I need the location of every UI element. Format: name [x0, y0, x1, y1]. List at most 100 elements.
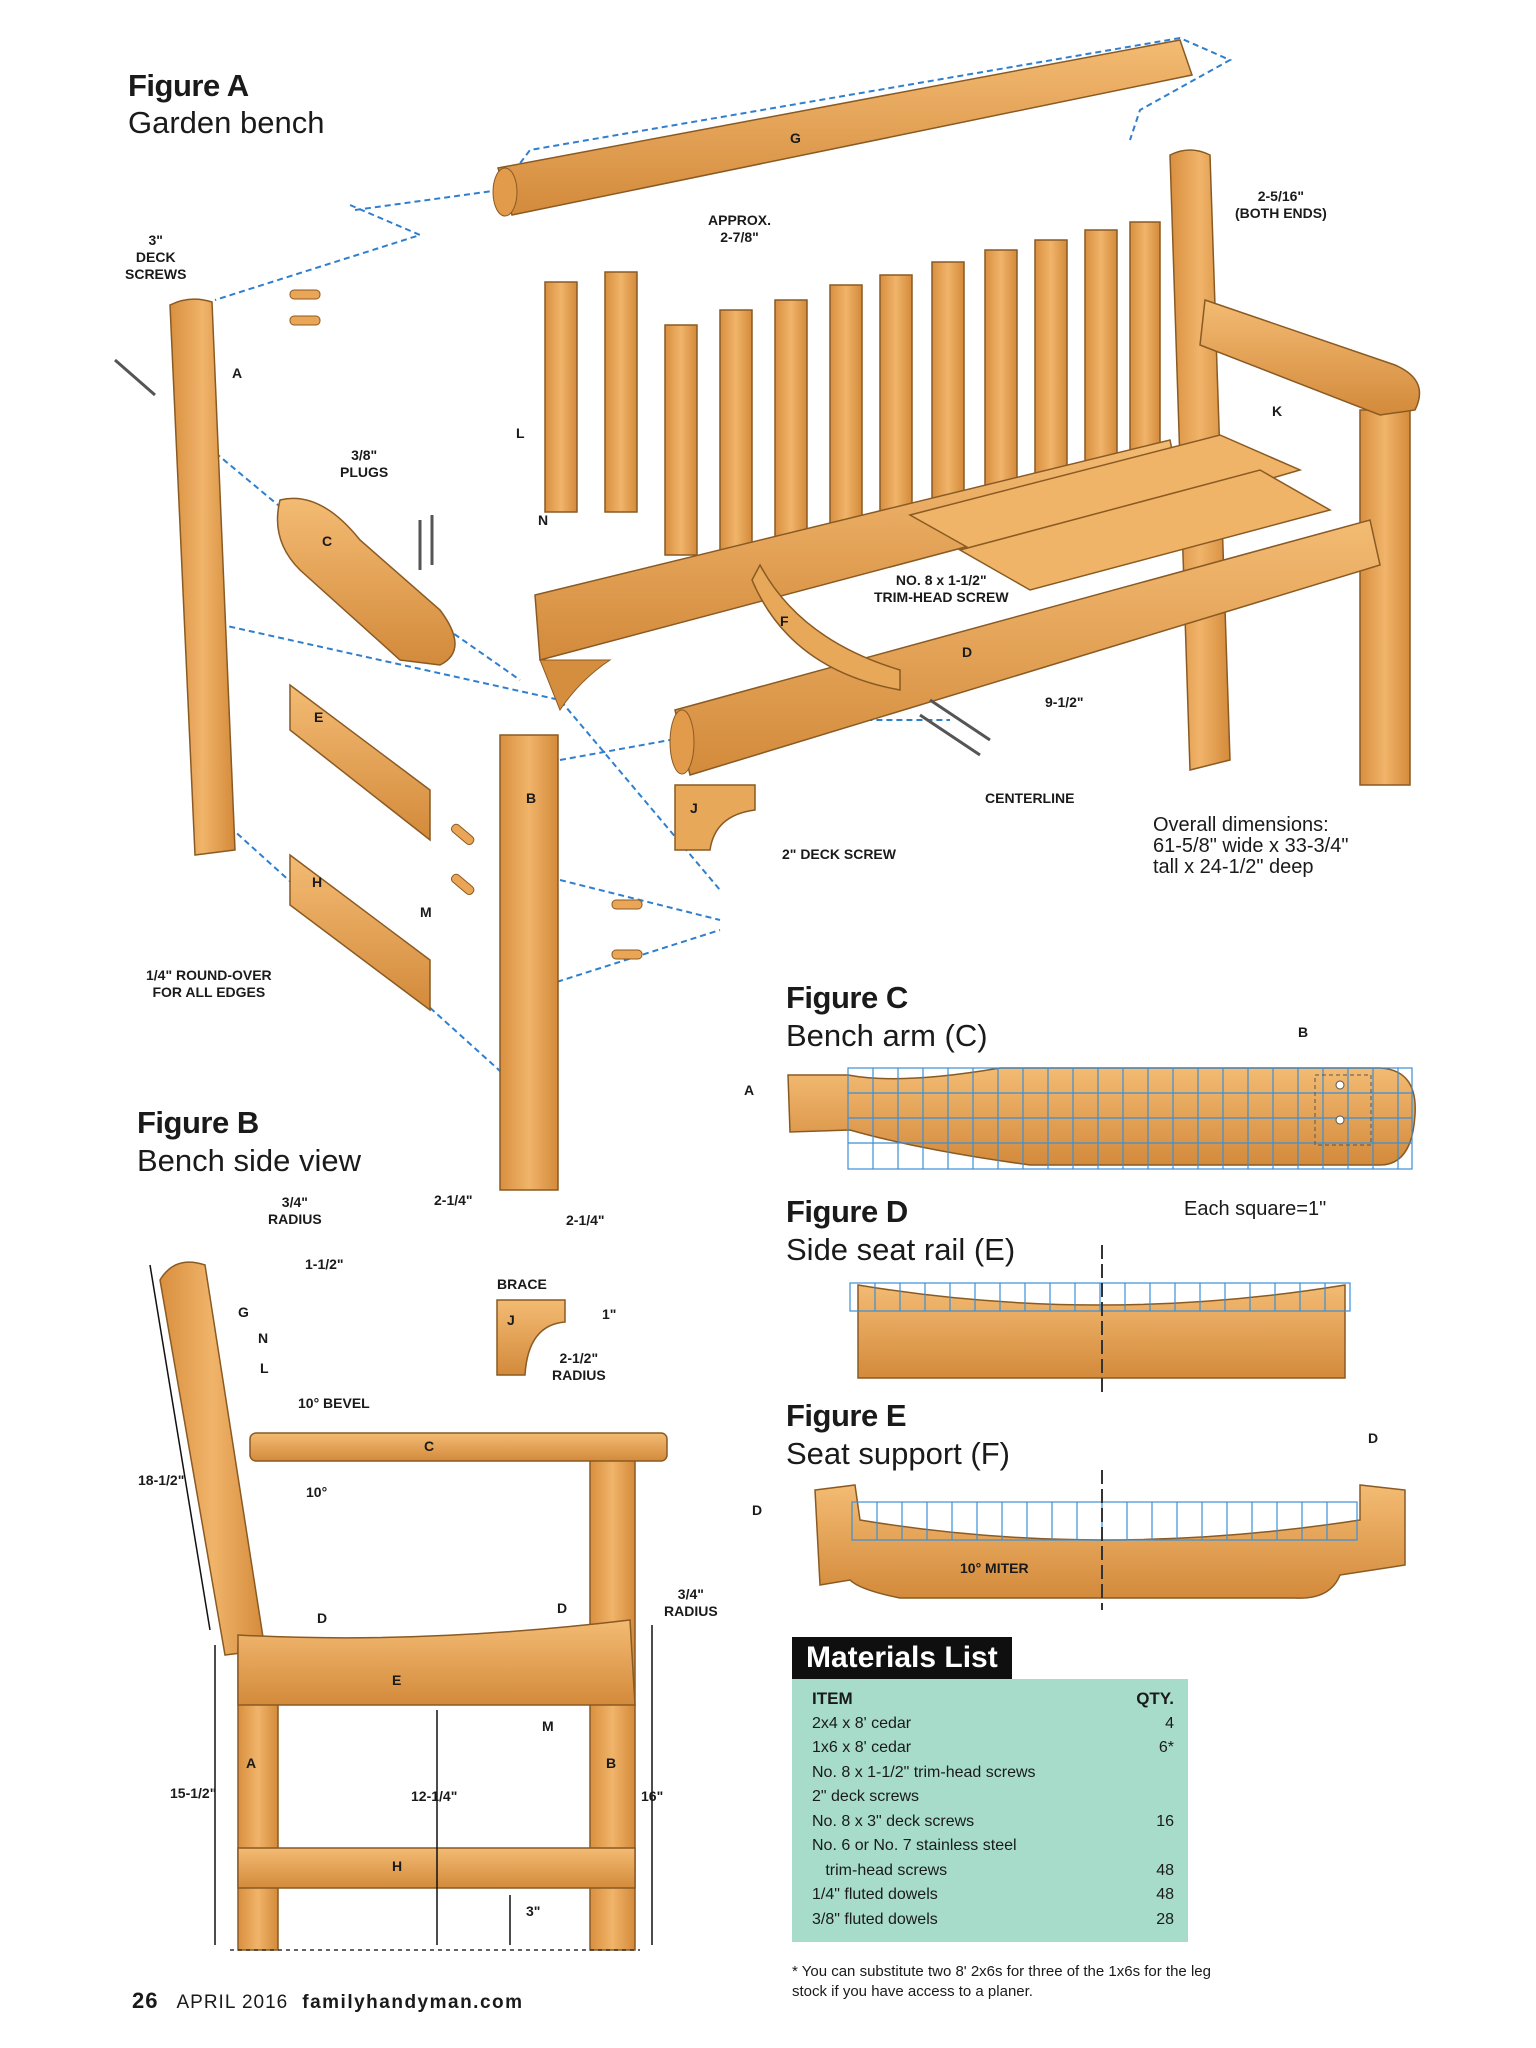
- item-name: 2x4 x 8' cedar: [812, 1714, 912, 1732]
- c-label-b: B: [1298, 1024, 1309, 1040]
- list-item: No. 6 or No. 7 stainless steel: [812, 1834, 1174, 1859]
- figure-e-title: Figure E: [786, 1398, 907, 1433]
- item-qty: 6*: [1158, 1739, 1174, 1756]
- label-approx: APPROX. 2-7/8": [708, 212, 772, 245]
- figure-e-subtitle: Seat support (F): [786, 1436, 1010, 1471]
- item-name: No. 8 x 1-1/2" trim-head screws: [812, 1763, 1036, 1781]
- figure-d-drawing: [849, 1245, 1351, 1395]
- figure-d-title: Figure D: [786, 1194, 908, 1229]
- e-label-miter: 10° MITER: [960, 1560, 1029, 1576]
- b-label-brace: BRACE: [497, 1276, 547, 1292]
- b-label-12-25: 12-1/4": [411, 1788, 458, 1804]
- item-qty: [1134, 1761, 1174, 1786]
- materials-header-item: ITEM: [812, 1689, 853, 1708]
- b-label-d-left: D: [317, 1610, 328, 1626]
- item-name: No. 6 or No. 7 stainless steel: [812, 1837, 1017, 1854]
- right-front-leg: [1359, 409, 1411, 786]
- item-name: 1x6 x 8' cedar: [812, 1739, 912, 1756]
- b-label-b: B: [606, 1755, 617, 1771]
- b-label-h: H: [392, 1858, 403, 1874]
- b-label-10: 10°: [306, 1484, 328, 1500]
- list-item: 1x6 x 8' cedar 6*: [812, 1736, 1174, 1761]
- list-item: 2" deck screws: [812, 1785, 1174, 1810]
- item-name: 3/8" fluted dowels: [812, 1910, 938, 1928]
- arm-right: [1199, 298, 1421, 416]
- label-e: E: [314, 709, 324, 725]
- list-item: No. 8 x 1-1/2" trim-head screws: [812, 1761, 1174, 1786]
- item-name: trim-head screws: [812, 1861, 948, 1879]
- item-qty: 48: [1156, 1861, 1174, 1879]
- seat-support-profile: [814, 1484, 1406, 1599]
- materials-header-qty: QTY.: [1136, 1689, 1174, 1708]
- arm-profile: [787, 1067, 1416, 1166]
- item-qty: 48: [1156, 1886, 1174, 1903]
- figure-c-title: Figure C: [786, 980, 908, 1015]
- figure-e-drawing: [814, 1470, 1406, 1610]
- leg-a: [169, 298, 236, 856]
- b-label-c: C: [424, 1438, 435, 1454]
- label-centerline: CENTERLINE: [985, 790, 1075, 806]
- screws: [114, 358, 991, 757]
- arm-c: [276, 497, 456, 666]
- label-2-25-a: 2-1/4": [434, 1192, 473, 1208]
- b-label-d-right: D: [557, 1600, 568, 1616]
- label-d: D: [962, 644, 973, 660]
- label-trim-screw: NO. 8 x 1-1/2" TRIM-HEAD SCREW: [874, 572, 1009, 605]
- item-qty: [1134, 1785, 1174, 1810]
- rail-h: [289, 853, 431, 1012]
- figure-c-subtitle: Bench arm (C): [786, 1018, 988, 1053]
- item-name: 2" deck screws: [812, 1788, 920, 1805]
- label-j: J: [690, 800, 698, 816]
- label-deck-screws-3: 3" DECK SCREWS: [125, 232, 187, 282]
- item-qty: 28: [1156, 1910, 1174, 1928]
- label-both-ends: 2-5/16" (BOTH ENDS): [1235, 188, 1327, 221]
- site-name: familyhandyman.com: [302, 1992, 524, 2013]
- b-label-m: M: [542, 1718, 554, 1734]
- item-qty: 4: [1165, 1714, 1174, 1732]
- rail-e: [289, 683, 431, 842]
- b-label-18-5: 18-1/2": [138, 1472, 185, 1488]
- b-label-radius-2-5: 2-1/2" RADIUS: [552, 1350, 606, 1383]
- b-label-a: A: [246, 1755, 257, 1771]
- each-square-note: Each square=1": [1184, 1198, 1327, 1220]
- label-9-5: 9-1/2": [1045, 694, 1084, 710]
- page-number: 26: [132, 1988, 159, 2013]
- label-plugs: 3/8" PLUGS: [340, 447, 389, 480]
- label-round-over: 1/4" ROUND-OVER FOR ALL EDGES: [146, 967, 272, 1000]
- b-label-g: G: [238, 1304, 249, 1320]
- seat-slats-k: [908, 434, 1332, 591]
- support-f: [751, 563, 901, 691]
- figure-b-title: Figure B: [137, 1105, 259, 1140]
- b-label-radius-b: 3/4" RADIUS: [664, 1586, 718, 1619]
- b-label-1-5: 1-1/2": [305, 1256, 344, 1272]
- list-item: 2x4 x 8' cedar 4: [812, 1712, 1174, 1737]
- figure-d-subtitle: Side seat rail (E): [786, 1232, 1016, 1267]
- b-label-bevel: 10° BEVEL: [298, 1395, 370, 1411]
- figure-a-subtitle: Garden bench: [128, 105, 325, 140]
- label-a: A: [232, 365, 243, 381]
- c-label-a: A: [744, 1082, 755, 1098]
- materials-table: ITEM QTY. 2x4 x 8' cedar 4 1x6 x 8' cedar…: [792, 1679, 1188, 1942]
- label-deck-screw-2: 2" DECK SCREW: [782, 846, 896, 862]
- label-2-25-b: 2-1/4": [566, 1212, 605, 1228]
- brace-j: [674, 784, 756, 851]
- label-n: N: [538, 512, 549, 528]
- label-l: L: [516, 425, 525, 441]
- e-label-d-right: D: [1368, 1430, 1379, 1446]
- leg-b: [499, 734, 559, 1191]
- overall-dimensions: Overall dimensions: 61-5/8" wide x 33-3/…: [1153, 814, 1349, 878]
- b-label-n: N: [258, 1330, 269, 1346]
- item-name: 1/4" fluted dowels: [812, 1886, 938, 1903]
- label-h: H: [312, 874, 323, 890]
- b-label-3: 3": [526, 1903, 541, 1919]
- brace-j-detail: [496, 1299, 566, 1376]
- b-label-16: 16": [641, 1788, 664, 1804]
- b-label-15-5: 15-1/2": [170, 1785, 217, 1801]
- item-name: No. 8 x 3" deck screws: [812, 1812, 975, 1830]
- label-k: K: [1272, 403, 1283, 419]
- list-item: 3/8" fluted dowels 28: [812, 1908, 1174, 1933]
- b-label-j: J: [507, 1312, 515, 1328]
